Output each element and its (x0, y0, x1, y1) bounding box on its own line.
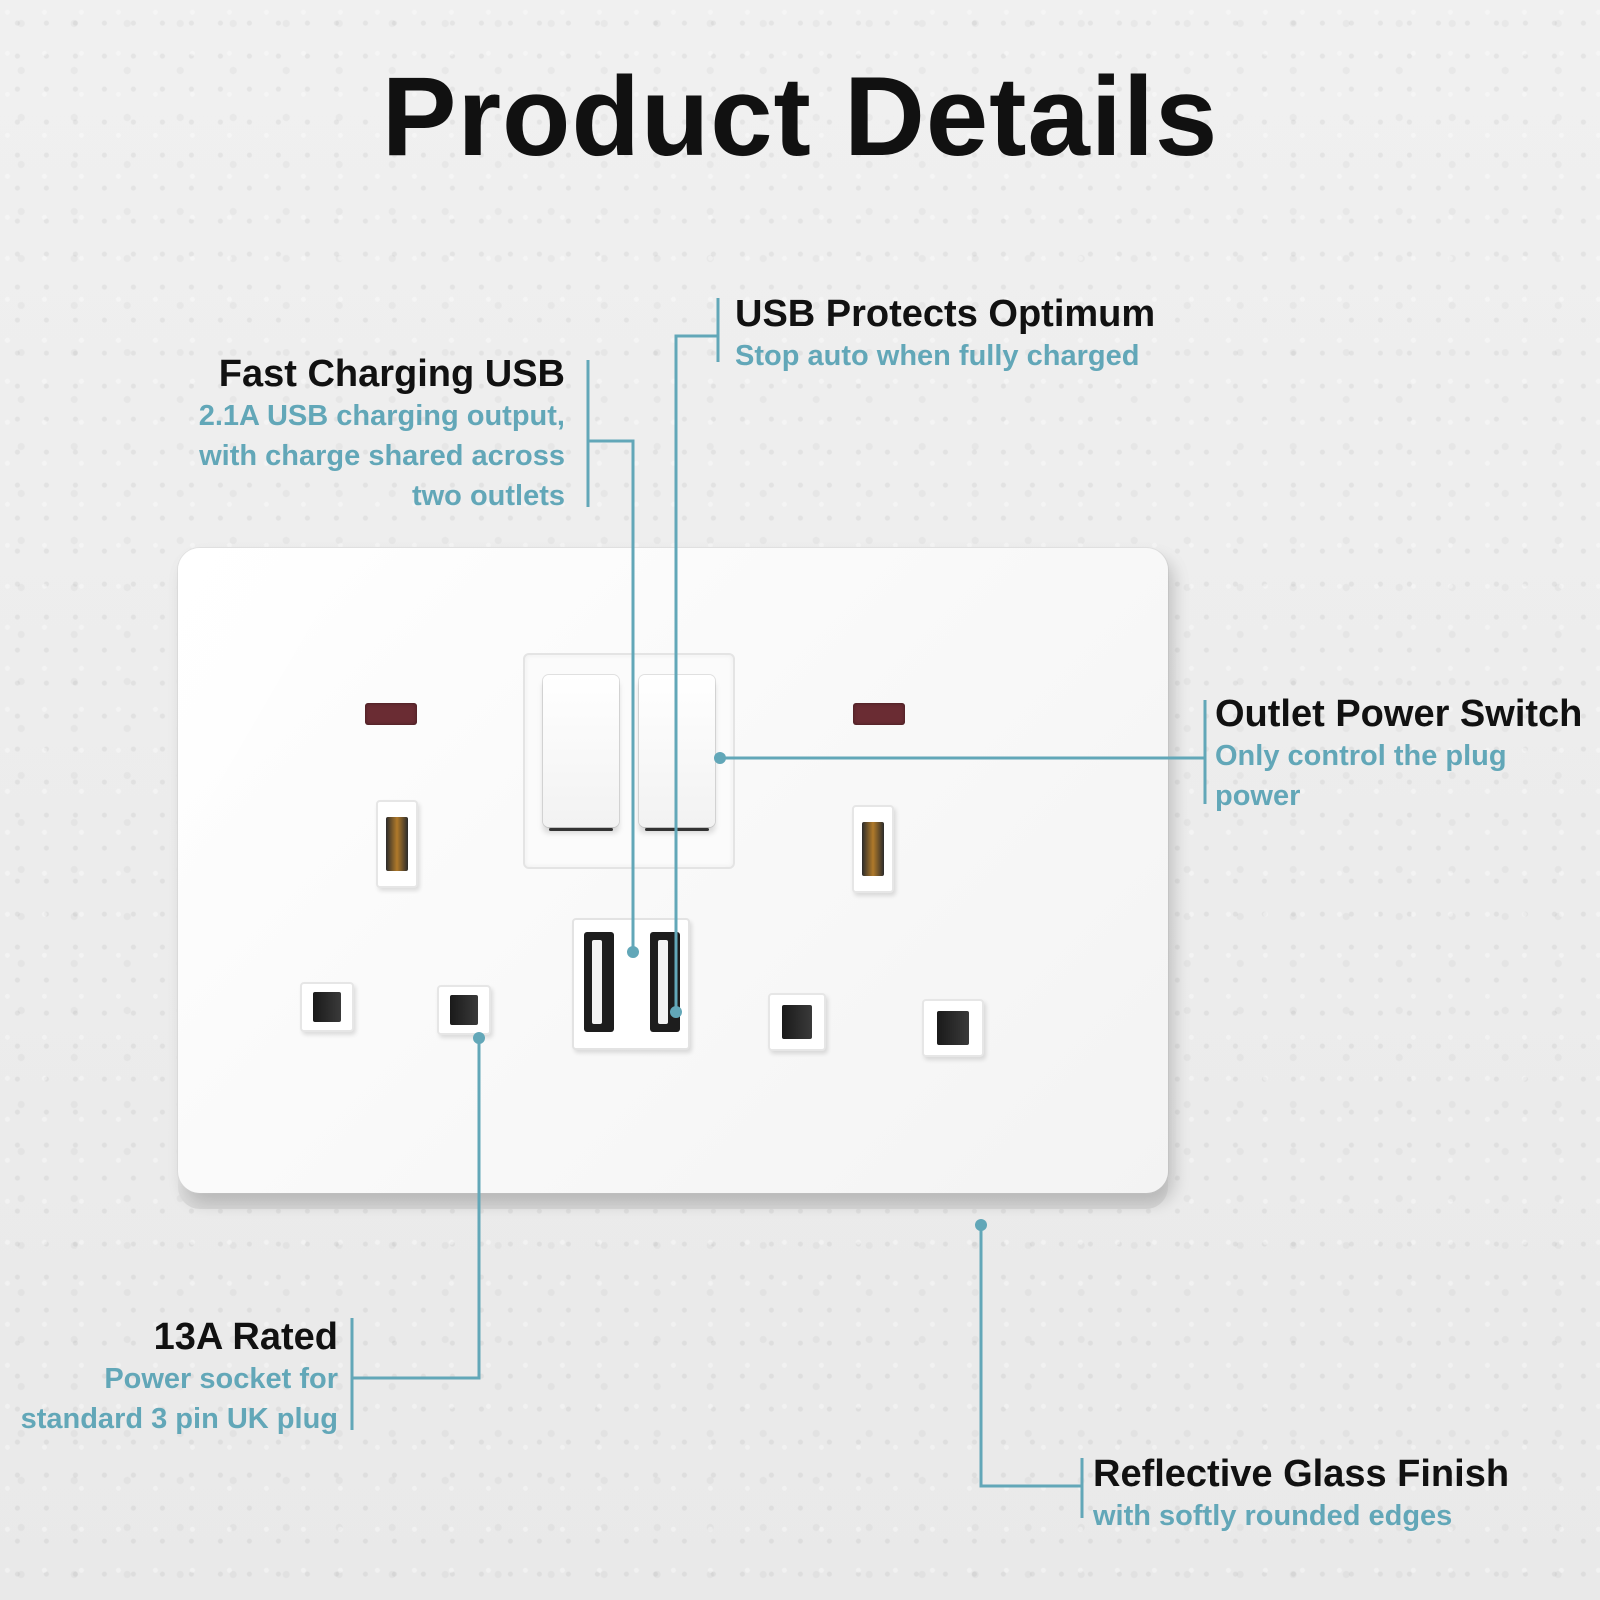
live-pin-slot-right (768, 993, 826, 1051)
rocker-switch-left[interactable] (543, 675, 619, 831)
callout-desc-line: power (1215, 780, 1301, 812)
usb-protects-leader (674, 334, 718, 1012)
callout-heading: Reflective Glass Finish (1093, 1453, 1510, 1495)
outlet-switch-dot (714, 752, 726, 764)
callout-heading: USB Protects Optimum (735, 293, 1156, 335)
callout-desc: Stop auto when fully charged (735, 340, 1140, 372)
earth-pin-slot-right (852, 805, 894, 893)
usb-housing (572, 918, 690, 1050)
callout-heading: Fast Charging USB (218, 353, 565, 395)
neutral-pin-slot-left (437, 985, 491, 1035)
callout-desc-line: two outlets (411, 480, 565, 512)
neon-indicator-left (365, 703, 417, 725)
rated-leader (352, 1038, 481, 1380)
callout-heading: 13A Rated (153, 1316, 338, 1358)
rated-dot (473, 1032, 485, 1044)
neutral-pin-slot-right (922, 999, 984, 1057)
callout-desc-line: Only control the plug (1215, 740, 1507, 772)
callout-fast-charging: Fast Charging USB 2.1A USB charging outp… (199, 352, 565, 516)
page-title: Product Details (381, 54, 1219, 179)
fast-charging-leader (588, 439, 635, 952)
callout-desc-line: 2.1A USB charging output, (198, 400, 565, 432)
fast-charging-dot (627, 946, 639, 958)
callout-desc-line: Power socket for (104, 1363, 338, 1395)
neon-indicator-right (853, 703, 905, 725)
callout-outlet-switch: Outlet Power Switch Only control the plu… (1215, 692, 1582, 816)
usb-protects-dot (670, 1006, 682, 1018)
callout-desc-line: with charge shared across (199, 440, 565, 472)
callout-heading: Outlet Power Switch (1215, 693, 1583, 735)
earth-pin-slot-left (376, 800, 418, 888)
usb-port-1[interactable] (584, 932, 614, 1032)
callout-rated: 13A Rated Power socket for standard 3 pi… (21, 1315, 338, 1439)
callout-usb-protects: USB Protects Optimum Stop auto when full… (735, 292, 1155, 376)
live-pin-slot-left (300, 982, 354, 1032)
callout-glass-finish: Reflective Glass Finish with softly roun… (1093, 1452, 1509, 1536)
glass-finish-leader (979, 1225, 1082, 1488)
switch-housing (523, 653, 735, 869)
callout-desc: with softly rounded edges (1093, 1500, 1453, 1532)
callout-desc-line: standard 3 pin UK plug (20, 1403, 338, 1435)
glass-finish-dot (975, 1219, 987, 1231)
